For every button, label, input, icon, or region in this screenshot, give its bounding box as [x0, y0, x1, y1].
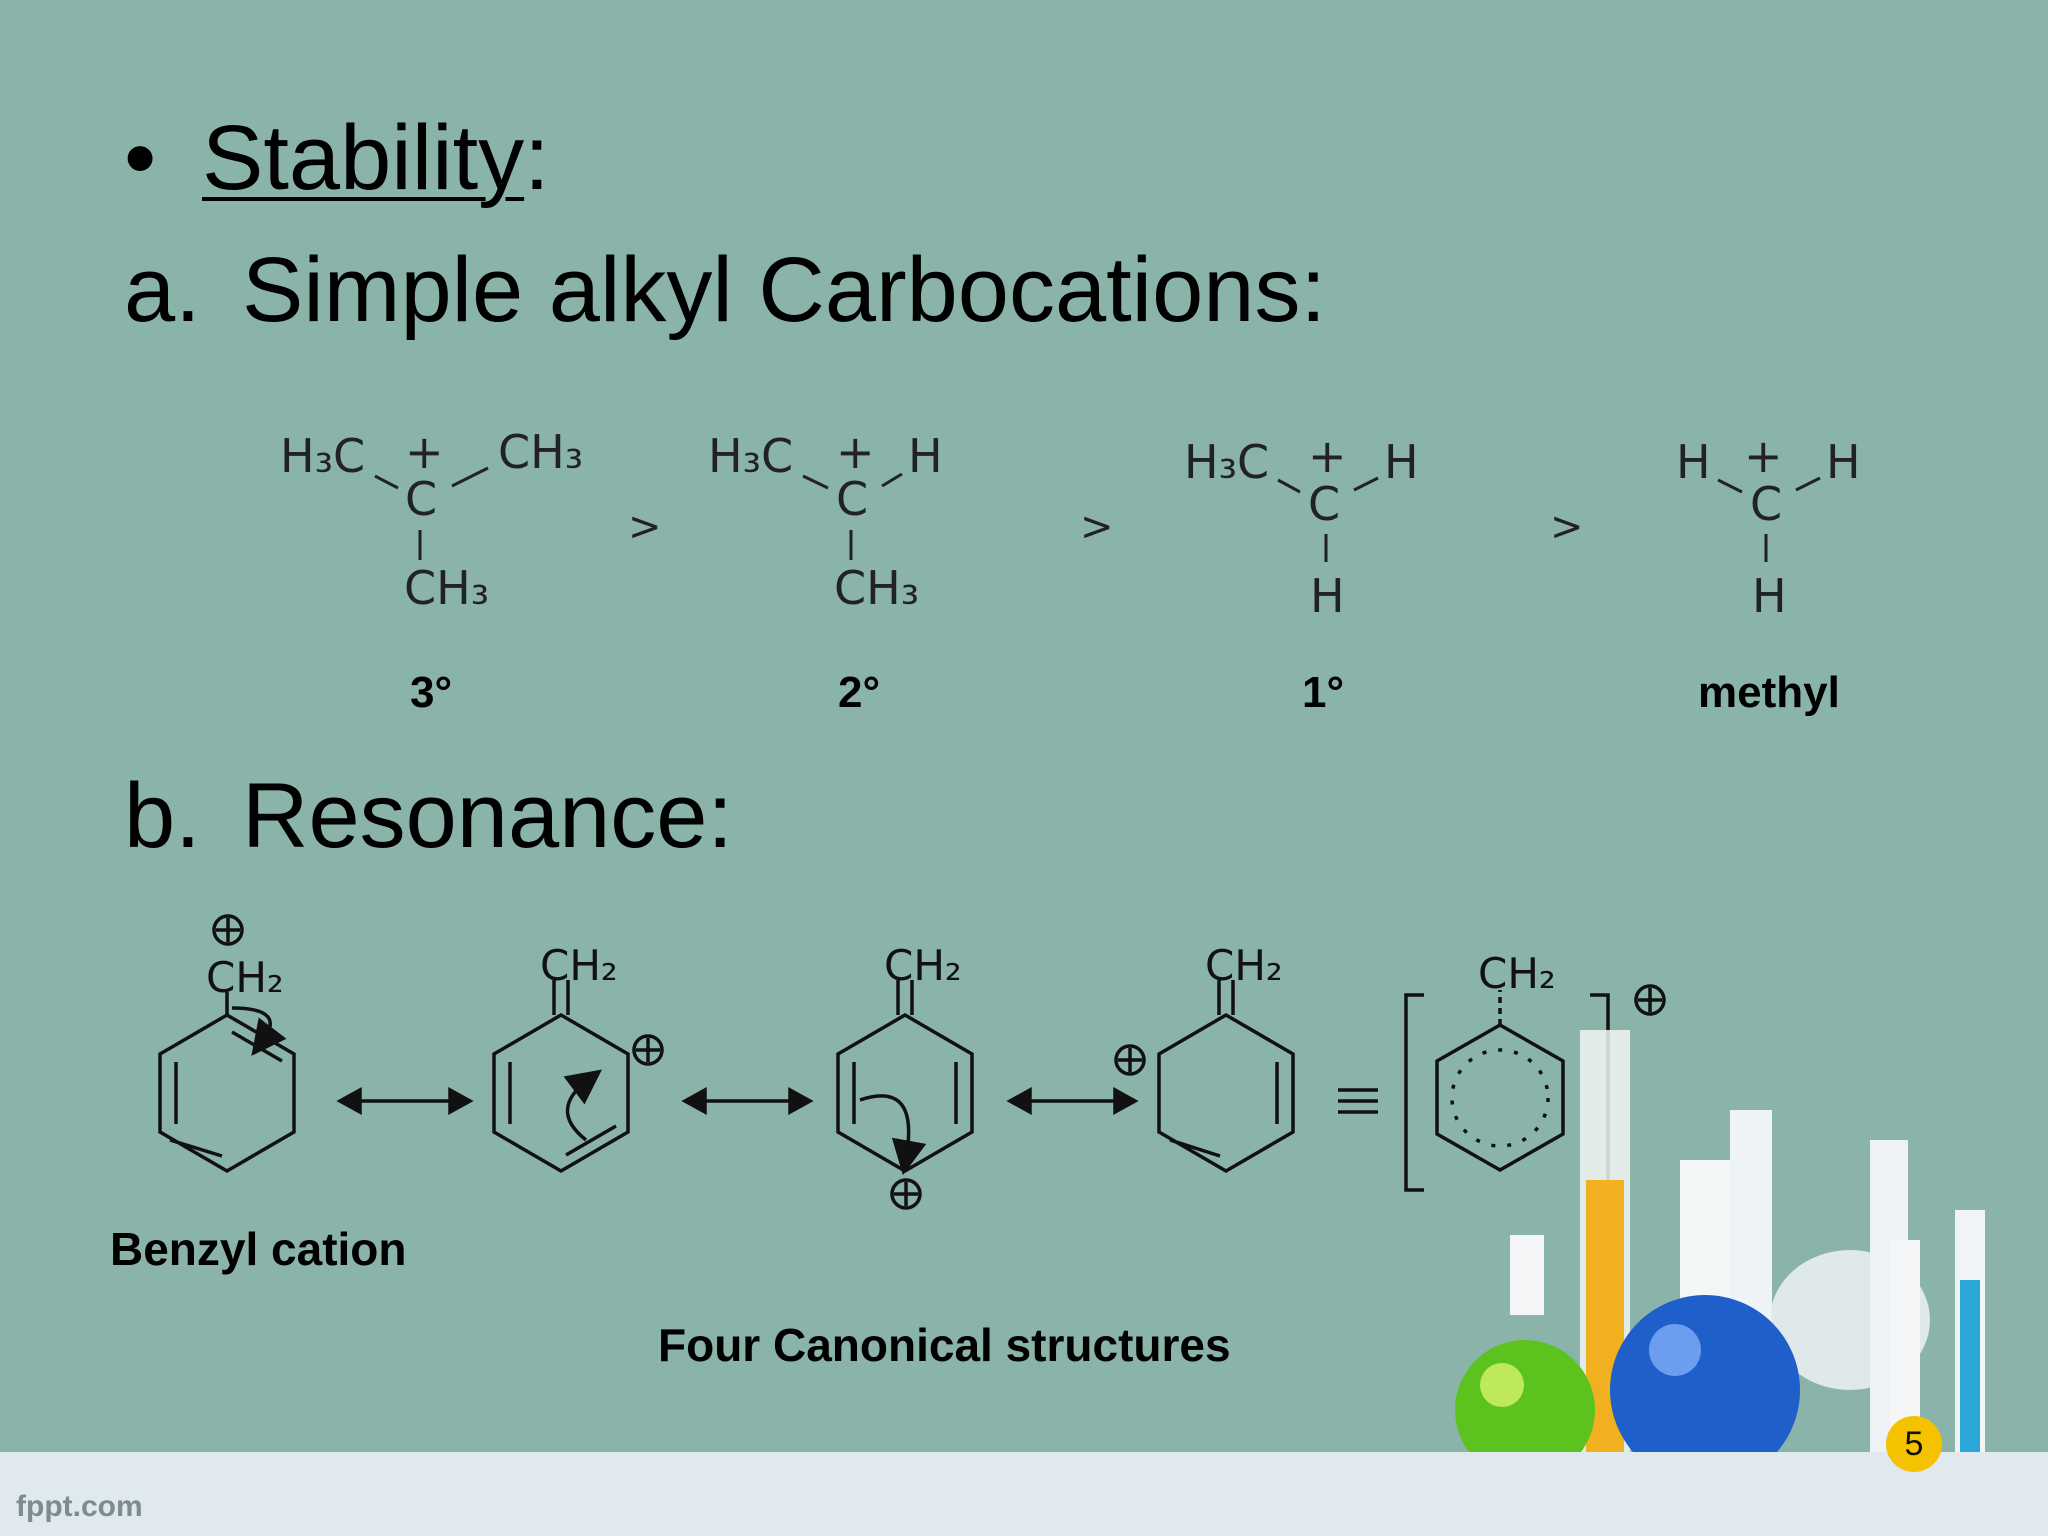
svg-text:+: + [1744, 429, 1783, 483]
carbocation-structures: H₃C + C CH₃ CH₃ H₃C + C H CH₃ [280, 425, 1861, 623]
benzyl-cation-caption: Benzyl cation [110, 1223, 407, 1275]
svg-text:H: H [1676, 435, 1711, 489]
secondary-carbocation-structure: H₃C + C H CH₃ [708, 425, 943, 615]
svg-text:C: C [1308, 477, 1340, 531]
greater-than-2: > [1080, 504, 1114, 550]
heading-colon: : [524, 107, 550, 209]
tertiary-carbocation-structure: H₃C + C CH₃ CH₃ [280, 425, 583, 615]
canonical-structures-caption: Four Canonical structures [658, 1319, 1231, 1371]
svg-text:H₃C: H₃C [280, 429, 365, 483]
item-b-text: Resonance: [242, 765, 733, 867]
benzyl-cation-structure-3 [836, 980, 974, 1210]
svg-text:CH₃: CH₃ [834, 561, 919, 615]
resonance-structures: CH₂ CH₂ CH₂ CH₂ CH₂ [158, 914, 1666, 1210]
greater-than-3: > [1550, 504, 1584, 550]
primary-carbocation-structure: H₃C + C H H [1184, 429, 1419, 623]
lab-glassware-illustration [1455, 1030, 1985, 1490]
footer-brand: fppt.com [16, 1490, 143, 1523]
svg-text:CH₂: CH₂ [884, 941, 962, 990]
svg-text:H: H [1826, 435, 1861, 489]
label-tertiary: 3° [410, 668, 453, 717]
svg-text:H₃C: H₃C [708, 429, 793, 483]
benzyl-cation-structure-2 [492, 980, 664, 1174]
svg-text:+: + [836, 425, 875, 479]
svg-text:CH₂: CH₂ [1205, 941, 1283, 990]
stability-word: Stability [202, 107, 525, 209]
resonance-arrow-1 [336, 1087, 474, 1115]
benzyl-cation-structure-4 [1114, 980, 1295, 1174]
svg-text:CH₂: CH₂ [540, 941, 618, 990]
svg-text:H: H [1310, 569, 1345, 623]
svg-text:H: H [1384, 435, 1419, 489]
item-a-marker: a. [124, 239, 201, 341]
page-number-badge: 5 [1886, 1416, 1942, 1472]
item-a-text: Simple alkyl Carbocations: [242, 239, 1327, 341]
svg-text:CH₂: CH₂ [1478, 949, 1556, 998]
resonance-arrow-2 [681, 1087, 814, 1115]
label-secondary: 2° [838, 668, 881, 717]
svg-text:H: H [1752, 569, 1787, 623]
svg-text:C: C [405, 472, 437, 526]
bullet-point: • [124, 107, 157, 209]
svg-text:C: C [1750, 477, 1782, 531]
svg-text:H: H [908, 429, 943, 483]
methyl-carbocation-structure: H + C H H [1676, 429, 1861, 623]
label-methyl: methyl [1698, 668, 1840, 717]
svg-text:CH₃: CH₃ [404, 561, 489, 615]
item-b-heading: b.Resonance: [124, 770, 733, 862]
resonance-arrow-3 [1006, 1087, 1139, 1115]
label-primary: 1° [1302, 668, 1345, 717]
equivalence-symbol [1338, 1088, 1378, 1114]
svg-text:C: C [836, 472, 868, 526]
svg-text:H₃C: H₃C [1184, 435, 1269, 489]
footer-band [0, 1452, 2048, 1536]
item-b-marker: b. [124, 765, 201, 867]
svg-text:CH₂: CH₂ [206, 953, 284, 1002]
svg-text:CH₃: CH₃ [498, 425, 583, 479]
item-a-heading: a.Simple alkyl Carbocations: [124, 244, 1326, 336]
svg-text:+: + [1308, 429, 1347, 483]
benzyl-cation-structure-1 [158, 914, 296, 1174]
greater-than-1: > [628, 504, 662, 550]
svg-text:+: + [405, 425, 444, 479]
